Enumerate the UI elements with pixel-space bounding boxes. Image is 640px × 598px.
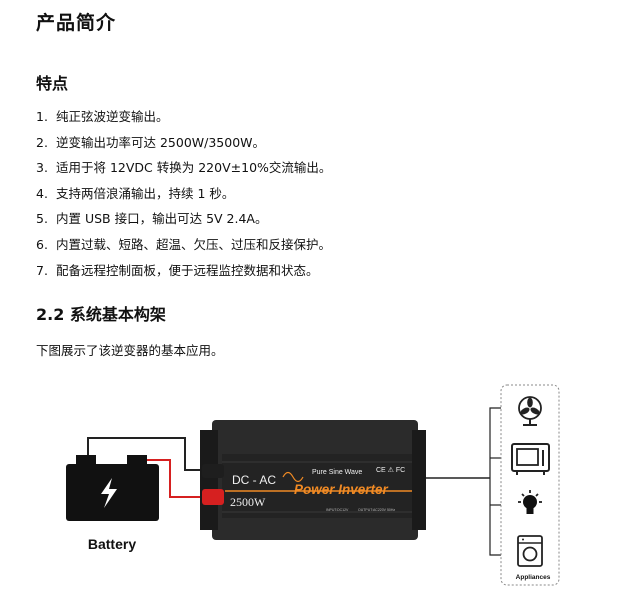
negative-wire <box>87 437 200 471</box>
features-list: 1.纯正弦波逆变输出。 2.逆变输出功率可达 2500W/3500W。 3.适用… <box>36 108 331 287</box>
section-intro: 下图展示了该逆变器的基本应用。 <box>36 343 224 358</box>
sine-wave-icon <box>282 471 304 483</box>
list-item: 5.内置 USB 接口，输出可达 5V 2.4A。 <box>36 211 268 227</box>
page-title: 产品简介 <box>36 12 117 34</box>
list-item: 3.适用于将 12VDC 转换为 220V±10%交流输出。 <box>36 160 332 176</box>
inverter-fine-print: OUTPUT:AC220V 50Hz <box>358 508 395 512</box>
inverter-mode: DC - AC <box>232 473 276 487</box>
appliances-box <box>500 384 560 586</box>
battery-label: Battery <box>88 536 136 552</box>
inverter-brand: Power Inverter <box>294 482 389 497</box>
system-diagram: Battery DC - AC Pure Sine Wave CE ⚠ FC P… <box>66 384 560 586</box>
list-item: 6.内置过载、短路、超温、欠压、过压和反接保护。 <box>36 236 332 252</box>
list-item: 7.配备远程控制面板，便于远程监控数据和状态。 <box>36 262 319 278</box>
list-item: 4.支持两倍浪涌输出，持续 1 秒。 <box>36 185 235 201</box>
washing-machine-icon <box>517 535 543 567</box>
lightbulb-icon <box>518 490 542 514</box>
inverter-wave: Pure Sine Wave <box>312 469 362 476</box>
inverter-cert: CE ⚠ FC <box>376 466 405 474</box>
positive-wire <box>140 459 210 498</box>
power-inverter: DC - AC Pure Sine Wave CE ⚠ FC Power Inv… <box>200 420 426 540</box>
list-item: 1.纯正弦波逆变输出。 <box>36 109 169 124</box>
fan-icon <box>518 396 542 426</box>
inverter-fine-print: INPUT:DC12V <box>326 508 349 512</box>
list-item: 2.逆变输出功率可达 2500W/3500W。 <box>36 134 266 150</box>
features-heading: 特点 <box>36 74 69 93</box>
battery-icon <box>66 455 159 521</box>
section-heading: 2.2 系统基本构架 <box>36 305 166 324</box>
microwave-icon <box>511 443 550 475</box>
appliance-bus <box>489 407 501 556</box>
inverter-power: 2500W <box>230 495 266 509</box>
appliances-label: Appliances <box>516 574 551 581</box>
